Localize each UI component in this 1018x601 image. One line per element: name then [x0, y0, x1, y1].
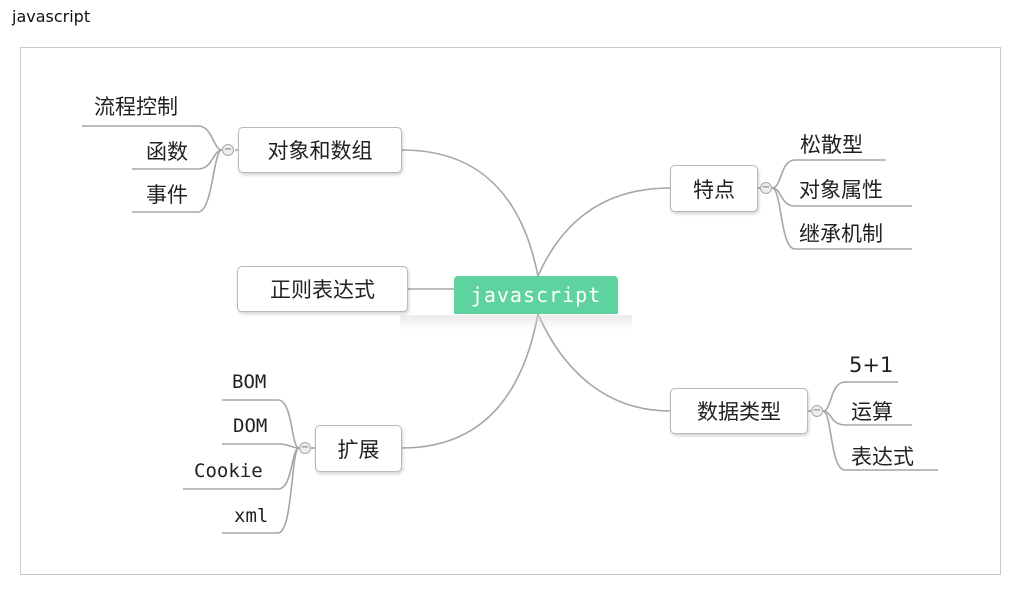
leaf-inheritance[interactable]: 继承机制 — [799, 222, 883, 246]
leaf-functions[interactable]: 函数 — [146, 140, 188, 164]
leaf-xml[interactable]: xml — [234, 505, 269, 527]
connector-root-features — [537, 187, 671, 277]
leaf-dom[interactable]: DOM — [233, 415, 268, 437]
connector-root-extensions — [401, 313, 539, 449]
branch-objects-arrays[interactable]: 对象和数组 — [238, 127, 402, 173]
mindmap-root-node[interactable]: javascript — [454, 276, 618, 314]
connector-leaf-bom — [222, 399, 300, 449]
branch-data-types[interactable]: 数据类型 — [670, 388, 808, 434]
leaf-5plus1[interactable]: 5+1 — [849, 353, 894, 377]
page-heading: javascript — [12, 7, 91, 26]
connector-leaf-dom — [222, 443, 300, 449]
leaf-expressions[interactable]: 表达式 — [851, 445, 914, 469]
connector-leaf-loose — [771, 159, 886, 189]
branch-regex[interactable]: 正则表达式 — [237, 266, 408, 312]
connector-leaf-flow — [82, 125, 223, 151]
connector-leaf-event — [132, 149, 223, 213]
branch-extensions[interactable]: 扩展 — [315, 425, 402, 472]
connector-root-datatypes — [537, 313, 671, 412]
leaf-cookie[interactable]: Cookie — [194, 460, 263, 482]
leaf-object-props[interactable]: 对象属性 — [799, 178, 883, 202]
leaf-loose[interactable]: 松散型 — [800, 133, 863, 157]
connector-root-objects — [401, 149, 539, 277]
collapse-datatypes-button[interactable]: − — [811, 405, 823, 417]
collapse-objects-button[interactable]: − — [222, 144, 234, 156]
leaf-flow-control[interactable]: 流程控制 — [94, 95, 178, 119]
connector-leaf-xml — [222, 447, 300, 534]
connector-leaf-expr — [822, 410, 938, 471]
root-shadow — [400, 315, 632, 331]
leaf-events[interactable]: 事件 — [146, 183, 188, 207]
connector-leaf-inherit — [771, 187, 912, 250]
collapse-features-button[interactable]: − — [760, 182, 772, 194]
leaf-bom[interactable]: BOM — [232, 371, 267, 393]
connector-leaf-51 — [822, 381, 898, 412]
leaf-operations[interactable]: 运算 — [851, 400, 893, 424]
branch-features[interactable]: 特点 — [670, 165, 758, 212]
collapse-extensions-button[interactable]: − — [299, 442, 311, 454]
